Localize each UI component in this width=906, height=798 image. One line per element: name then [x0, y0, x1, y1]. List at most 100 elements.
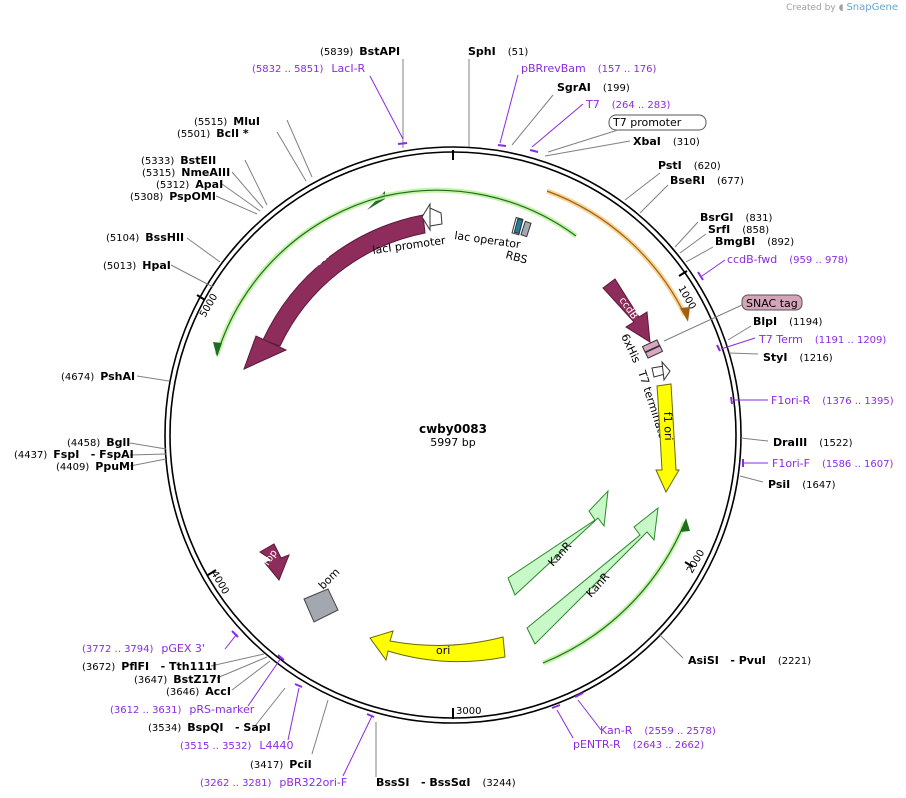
enzyme-name-bgli: BglI [106, 436, 130, 449]
svg-text:BlpI(1194): BlpI(1194) [753, 315, 822, 328]
svg-text:(3417)PciI: (3417)PciI [250, 758, 312, 771]
enzyme-pos-pflfi: (3672) [82, 662, 115, 673]
primer-range-f1ori-r: (1376 .. 1395) [822, 396, 894, 407]
svg-text:(4409)PpuMI: (4409)PpuMI [56, 460, 134, 473]
enzyme-name-bspqi: BspQI - SapI [187, 721, 270, 734]
primer-range-pbr322ori-f: (3262 .. 3281) [200, 778, 272, 789]
t7-promoter-label: T7 promoter [612, 116, 682, 129]
enzyme-pos-draiii: (1522) [819, 438, 852, 449]
primer-lines [224, 74, 768, 777]
rbs-feature: RBS [504, 220, 532, 267]
svg-text:F1ori-F(1586 .. 1607): F1ori-F (1586 .. 1607) [772, 457, 893, 470]
enzyme-pos-apai: (5312) [156, 180, 189, 191]
lac-operator-feature: lac operator [454, 216, 524, 251]
svg-text:(5315)NmeAIII: (5315) NmeAIII [142, 166, 230, 179]
primer-name-t7: T7 [585, 98, 600, 111]
svg-text:(5104)BssHII: (5104)BssHII [106, 231, 184, 244]
primer-range-pentr-r: (2643 .. 2662) [633, 740, 705, 751]
svg-text:(4437)FspI - FspAI: (4437) FspI - FspAI [14, 448, 134, 461]
enzyme-name-mlui: MluI [233, 115, 260, 128]
enzyme-name-ppumi: PpuMI [95, 460, 134, 473]
feature-label-bom: bom [316, 566, 342, 592]
credit-prefix: Created by [786, 2, 836, 13]
svg-text:F1ori-R(1376 .. 1395): F1ori-R(1376 .. 1395) [771, 394, 894, 407]
svg-text:SphI(51): SphI (51) [468, 45, 528, 58]
enzyme-pos-srfi: (858) [742, 225, 769, 236]
svg-text:DraIII(1522): DraIII(1522) [773, 436, 853, 449]
enzyme-name-fspi: FspI - FspAI [53, 448, 133, 461]
enzyme-name-sgrai: SgrAI [557, 81, 591, 94]
primer-range-t7-term: (1191 .. 1209) [815, 335, 887, 346]
svg-text:XbaI(310): XbaI(310) [633, 135, 700, 148]
enzyme-pos-psii: (1647) [802, 480, 835, 491]
svg-text:BseRI(677): BseRI(677) [670, 174, 744, 187]
enzyme-pos-hpai: (5013) [103, 261, 136, 272]
svg-text:(3646)AccI: (3646)AccI [166, 685, 231, 698]
6xhis-feature: 6xHis [618, 332, 664, 365]
primer-range-ccdb-fwd: (959 .. 978) [789, 255, 848, 266]
feature-label-6xhis: 6xHis [618, 332, 643, 365]
svg-text:(5501)BclI *: (5501)BclI * [177, 127, 249, 140]
enzyme-pos-bsssi: (3244) [482, 778, 515, 789]
svg-text:(5333)BstEII: (5333)BstEII [141, 154, 216, 167]
plasmid-length: 5997 bp [430, 436, 475, 449]
ori-feature: ori [369, 630, 506, 663]
primer-name-kan-r: Kan-R [600, 724, 633, 737]
enzyme-name-pcii: PciI [289, 758, 311, 771]
enzyme-name-bstz17i: BstZ17I [173, 673, 221, 686]
enzyme-pos-pshai: (4674) [61, 372, 94, 383]
svg-text:T7(264 .. 283): T7(264 .. 283) [585, 98, 671, 111]
svg-text:PstI(620): PstI(620) [658, 159, 721, 172]
bom-feature: bom [303, 566, 342, 623]
enzyme-lines [129, 59, 769, 777]
svg-text:(3262 .. 3281)pBR322ori-F: (3262 .. 3281)pBR322ori-F [200, 776, 347, 789]
primer-range-f1ori-f: (1586 .. 1607) [822, 459, 894, 470]
snapgene-credit: Created by ◖ SnapGene [786, 2, 898, 13]
feature-label-f1-ori: f1 ori [661, 412, 675, 441]
enzyme-pos-sphi: (51) [508, 47, 529, 58]
enzyme-name-bsssi: BssSI - BssSαI [376, 776, 470, 789]
rop-feature: rop [259, 543, 290, 581]
svg-text:(5013)HpaI: (5013) HpaI [103, 259, 171, 272]
enzyme-name-pshai: PshAI [100, 370, 135, 383]
enzyme-pos-bsrgi: (831) [745, 213, 772, 224]
f1-ori-feature: f1 ori [655, 383, 680, 494]
enzyme-pos-sgrai: (199) [603, 83, 630, 94]
enzyme-name-bstapi: BstAPI [359, 45, 400, 58]
svg-text:T7 Term(1191 .. 1209): T7 Term (1191 .. 1209) [758, 333, 886, 346]
primer-name-ccdb-fwd: ccdB-fwd [727, 253, 777, 266]
enzyme-pos-nmeaiii: (5315) [142, 168, 175, 179]
primer-name-pgex3: pGEX 3' [161, 642, 205, 655]
snapgene-logo-icon: ◖ [838, 2, 844, 13]
enzyme-name-bsteii: BstEII [180, 154, 216, 167]
enzyme-name-sphi: SphI [468, 45, 496, 58]
enzyme-name-nmeaiii: NmeAIII [181, 166, 230, 179]
svg-text:(5308)PspOMI: (5308)PspOMI [130, 190, 216, 203]
snac-tag-box: SNAC tag [663, 294, 803, 342]
primer-range-l4440: (3515 .. 3532) [180, 741, 252, 752]
svg-text:Kan-R(2559 .. 2578): Kan-R(2559 .. 2578) [600, 724, 716, 737]
enzyme-name-hpai: HpaI [142, 259, 171, 272]
enzyme-pos-bstz17i: (3647) [134, 675, 167, 686]
enzyme-name-apai: ApaI [195, 178, 223, 191]
enzyme-pos-bmgbi: (892) [767, 237, 794, 248]
primer-name-f1ori-f: F1ori-F [772, 457, 810, 470]
enzyme-name-psii: PsiI [768, 478, 790, 491]
enzyme-name-psti: PstI [658, 159, 682, 172]
svg-text:(5839)BstAPI: (5839)BstAPI [320, 45, 400, 58]
primer-range-pbrrevbam: (157 .. 176) [598, 64, 657, 75]
enzyme-pos-acci: (3646) [166, 687, 199, 698]
svg-text:pBRrevBam(157 .. 176): pBRrevBam(157 .. 176) [521, 62, 657, 75]
primer-name-l4440: L4440 [259, 739, 293, 752]
enzyme-pos-styi: (1216) [799, 353, 832, 364]
svg-text:BsrGI(831): BsrGI(831) [700, 211, 772, 224]
enzyme-name-pflfi: PflFI - Tth111I [121, 660, 216, 673]
enzyme-name-srfi: SrfI [708, 223, 730, 236]
plasmid-name: cwby0083 [419, 422, 487, 436]
primer-name-prs-marker: pRS-marker [189, 703, 254, 716]
enzyme-pos-fspi: (4437) [14, 450, 47, 461]
primer-name-t7-term: T7 Term [758, 333, 803, 346]
svg-text:(3515 .. 3532)L4440: (3515 .. 3532) L4440 [180, 739, 294, 752]
enzyme-pos-bseri: (677) [717, 176, 744, 187]
